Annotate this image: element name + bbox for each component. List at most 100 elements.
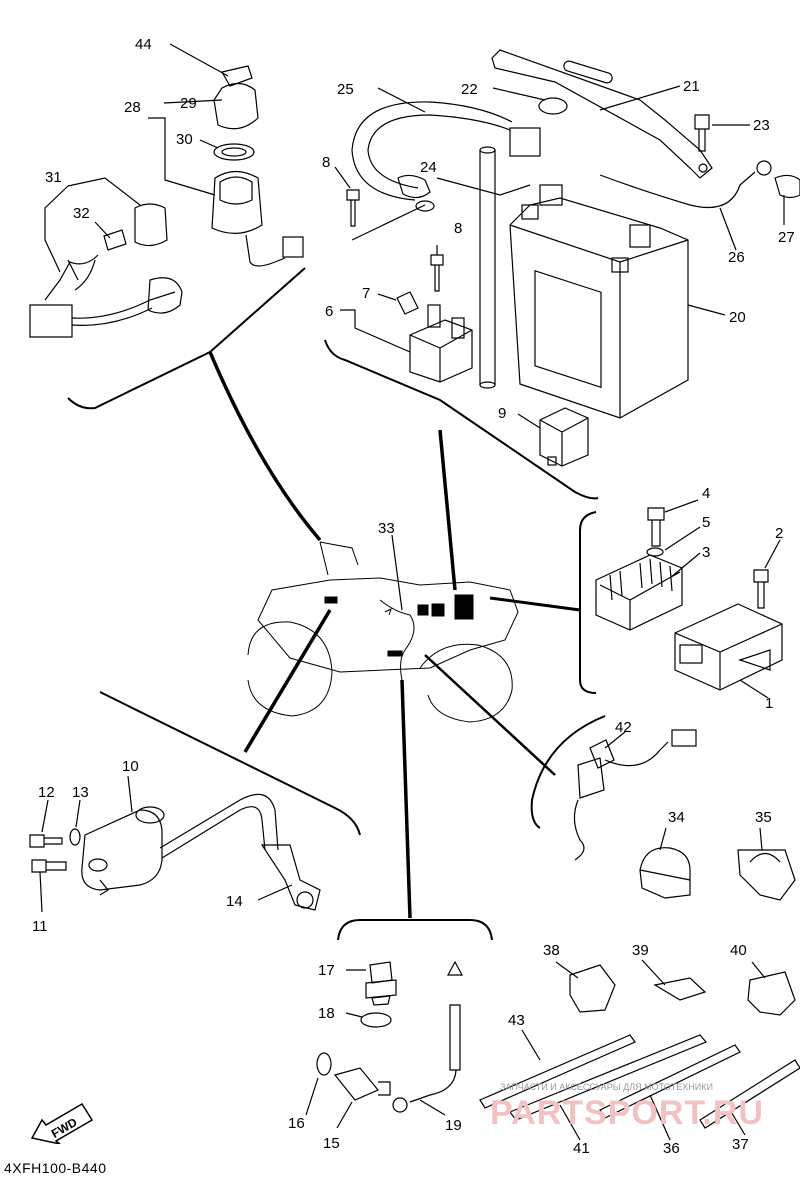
callout-40: 40 <box>730 942 747 959</box>
leader-3 <box>669 552 701 579</box>
callout-11: 11 <box>32 918 48 935</box>
high-tension-cord <box>159 793 321 911</box>
clamp-38 <box>569 964 616 1013</box>
leader-11 <box>39 871 43 913</box>
callout-7: 7 <box>362 285 370 302</box>
rectifier-regulator <box>595 554 683 631</box>
callout-14: 14 <box>226 893 243 910</box>
battery-panel-border <box>324 339 599 500</box>
diagram-code: 4XFH100-B440 <box>4 1160 107 1176</box>
callout-15: 15 <box>323 1135 340 1152</box>
leader-43 <box>521 1029 541 1061</box>
callout-21: 21 <box>683 78 700 95</box>
cdi-unit <box>674 603 783 691</box>
callout-44: 44 <box>135 36 152 53</box>
leader-10 <box>127 775 133 813</box>
callout-34: 34 <box>668 809 685 826</box>
callout-26: 26 <box>728 249 745 266</box>
leader-31 <box>44 177 141 273</box>
leader-40 <box>751 961 766 979</box>
battery-breather-pipe <box>479 146 496 389</box>
callout-27: 27 <box>778 229 795 246</box>
sensor-panel-border <box>337 919 493 941</box>
leader-38 <box>555 961 579 979</box>
callout-12: 12 <box>38 784 55 801</box>
fuse <box>396 291 419 315</box>
leader-21 <box>599 85 681 111</box>
sender-washer <box>316 1052 332 1076</box>
leader-19 <box>419 1099 446 1116</box>
leader-4 <box>664 499 699 513</box>
leader-37 <box>729 1109 746 1136</box>
leader-line-battery <box>438 429 457 591</box>
callout-30: 30 <box>176 131 193 148</box>
neutral-switch-panel-border <box>530 715 606 829</box>
callout-19: 19 <box>445 1117 462 1134</box>
cable-ties <box>479 1034 800 1129</box>
callout-17: 17 <box>318 962 335 979</box>
leader-28 <box>148 117 216 196</box>
vehicle-outline <box>247 541 519 723</box>
callout-37: 37 <box>732 1136 749 1153</box>
leader-1 <box>739 679 769 699</box>
callout-2: 2 <box>775 525 783 542</box>
callout-25: 25 <box>337 81 354 98</box>
leader-line-regulator <box>489 596 581 612</box>
leader-15 <box>336 1101 353 1129</box>
leader-13 <box>75 799 81 828</box>
callout-42: 42 <box>615 719 632 736</box>
callout-16: 16 <box>288 1115 305 1132</box>
leader-2 <box>764 539 781 569</box>
coil-washer <box>69 828 81 846</box>
ignition-switch-panel-border <box>67 267 306 410</box>
sender-switch <box>333 1067 391 1101</box>
leader-35 <box>759 827 763 851</box>
leader-8a-link <box>351 204 426 241</box>
battery-positive-lead <box>351 101 541 212</box>
leader-30 <box>199 139 219 149</box>
clamp-40 <box>747 971 796 1016</box>
battery-negative-lead <box>599 160 772 209</box>
callout-20: 20 <box>729 309 746 326</box>
lighting-relay-connector-group <box>29 203 183 338</box>
leader-16 <box>305 1077 319 1116</box>
callout-36: 36 <box>663 1140 680 1157</box>
leader-26 <box>719 207 737 251</box>
leader-18 <box>345 1012 363 1018</box>
coil-bolt <box>29 834 63 848</box>
callout-9: 9 <box>498 405 506 422</box>
callout-43: 43 <box>508 1012 525 1029</box>
fwd-arrow: FWD <box>28 1098 98 1145</box>
main-switch-assembly <box>211 65 304 267</box>
callout-1: 1 <box>765 695 773 712</box>
ignition-coil <box>81 806 165 896</box>
leader-36 <box>649 1094 671 1141</box>
leader-39 <box>641 959 666 986</box>
callout-31: 31 <box>45 169 62 186</box>
regulator-bolt <box>647 507 665 547</box>
watermark-text: ЗАПЧАСТИ И АКСЕССУАРЫ ДЛЯ МОТОТЕХНИКИ <box>500 1082 713 1092</box>
callout-18: 18 <box>318 1005 335 1022</box>
leader-33 <box>391 534 403 611</box>
leader-41 <box>559 1104 581 1141</box>
callout-4: 4 <box>702 485 710 502</box>
callout-10: 10 <box>122 758 139 775</box>
watermark-brand: PARTSPORT.RU <box>490 1094 764 1132</box>
leader-8a <box>334 166 351 189</box>
callout-23: 23 <box>753 117 770 134</box>
cdi-bolt <box>753 569 769 609</box>
probe <box>392 960 464 1113</box>
leader-line-ignition <box>208 351 322 542</box>
leader-14 <box>257 884 293 901</box>
callout-5: 5 <box>702 514 710 531</box>
neutral-switch-lead <box>573 729 697 861</box>
callout-28: 28 <box>124 99 141 116</box>
callout-24: 24 <box>420 159 437 176</box>
regulator-panel-border <box>579 511 597 694</box>
leader-44 <box>169 43 229 77</box>
thermo-unit <box>365 961 397 1006</box>
leader-line-sensor <box>400 679 412 919</box>
leader-42 <box>604 731 626 749</box>
leader-34 <box>659 827 667 851</box>
